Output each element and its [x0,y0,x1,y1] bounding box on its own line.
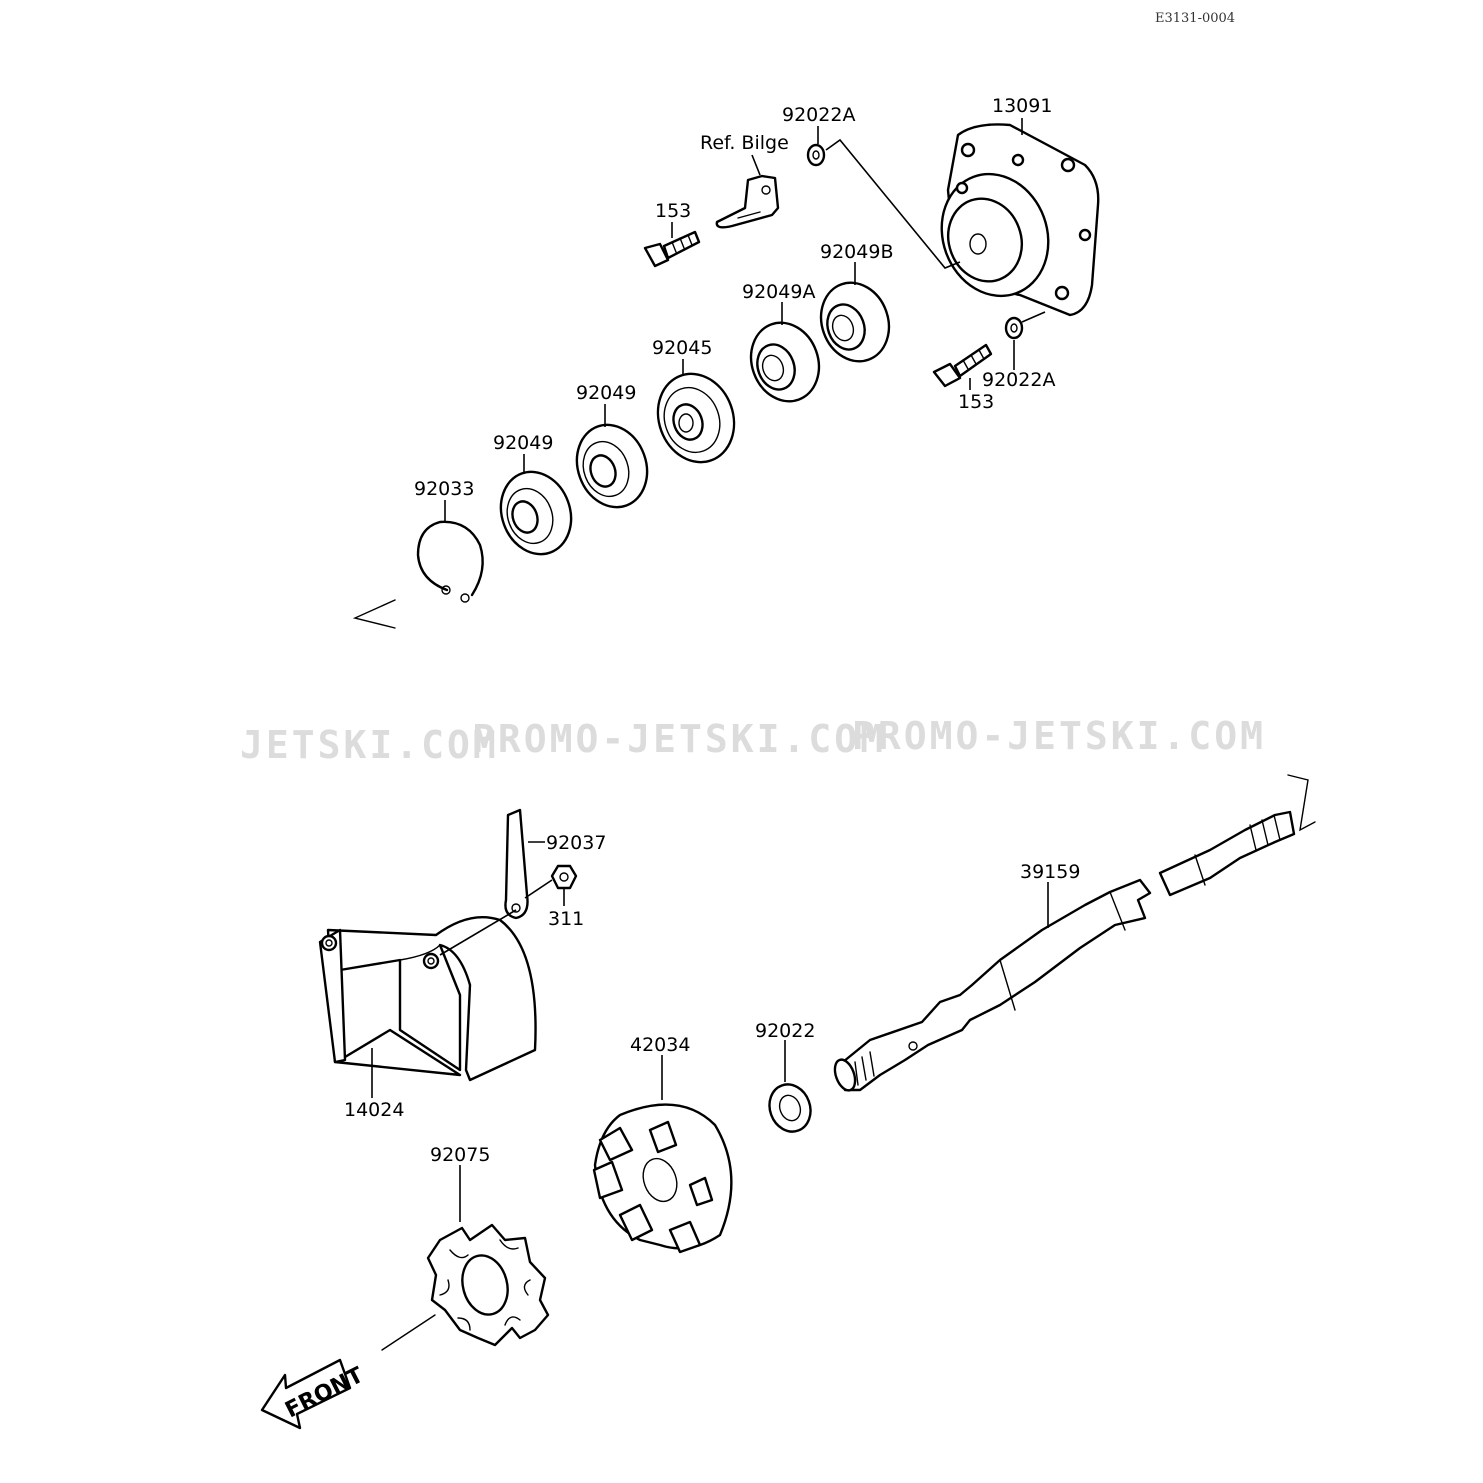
link-92037 [504,808,529,920]
front-arrow-icon: FRONT [260,1358,368,1430]
label-92037: 92037 [546,832,606,854]
housing-13091 [940,123,1100,317]
bolt-153-bottom [932,343,993,388]
watermark-2: PROMO-JETSKI.COM [472,717,886,761]
label-153-bottom: 153 [958,391,994,413]
nut-311 [550,864,578,890]
bearing-92045 [656,372,736,464]
watermark-3: PROMO-JETSKI.COM [852,714,1266,758]
label-311: 311 [548,908,584,930]
label-14024: 14024 [344,1099,404,1121]
label-92022A-top: 92022A [782,104,855,126]
assembly-line-link [439,909,517,956]
washer-92022A-top [806,143,826,167]
label-92049-b: 92049 [576,382,636,404]
assembly-line-washer [825,138,961,269]
watermark-1: JETSKI.COM [240,723,499,767]
label-92022A-bottom: 92022A [982,369,1055,391]
leader-ref-bilge [751,154,761,176]
seal-92049-a [499,470,573,556]
label-92033: 92033 [414,478,474,500]
label-92075: 92075 [430,1144,490,1166]
bolt-153-top [643,230,701,268]
label-92049B: 92049B [820,241,893,263]
label-13091: 13091 [992,95,1052,117]
label-ref-bilge: Ref. Bilge [700,132,789,154]
assembly-line-housing [1021,311,1046,323]
axis-line-bottom [1287,774,1316,832]
seal-92049A [749,321,821,403]
label-153-top: 153 [655,200,691,222]
label-92045: 92045 [652,337,712,359]
label-92049-a: 92049 [493,432,553,454]
drawing-code: E3131-0004 [1155,11,1235,26]
bracket-14024 [318,916,537,1082]
label-92049A: 92049A [742,281,815,303]
shaft-39159 [833,810,1296,1092]
seal-92049B [819,281,891,363]
seal-92049-b [575,423,649,509]
label-42034: 42034 [630,1034,690,1056]
axis-line-damper [381,1314,436,1351]
washer-92022A-bottom [1004,316,1024,340]
label-39159: 39159 [1020,861,1080,883]
assembly-line-nut [524,879,553,899]
label-92022: 92022 [755,1020,815,1042]
washer-92022 [768,1083,812,1133]
axis-line-top [352,599,396,629]
bilge-bracket [715,174,780,229]
damper-92075 [426,1223,550,1347]
coupling-42034 [592,1103,733,1254]
circlip-92033 [416,520,484,603]
